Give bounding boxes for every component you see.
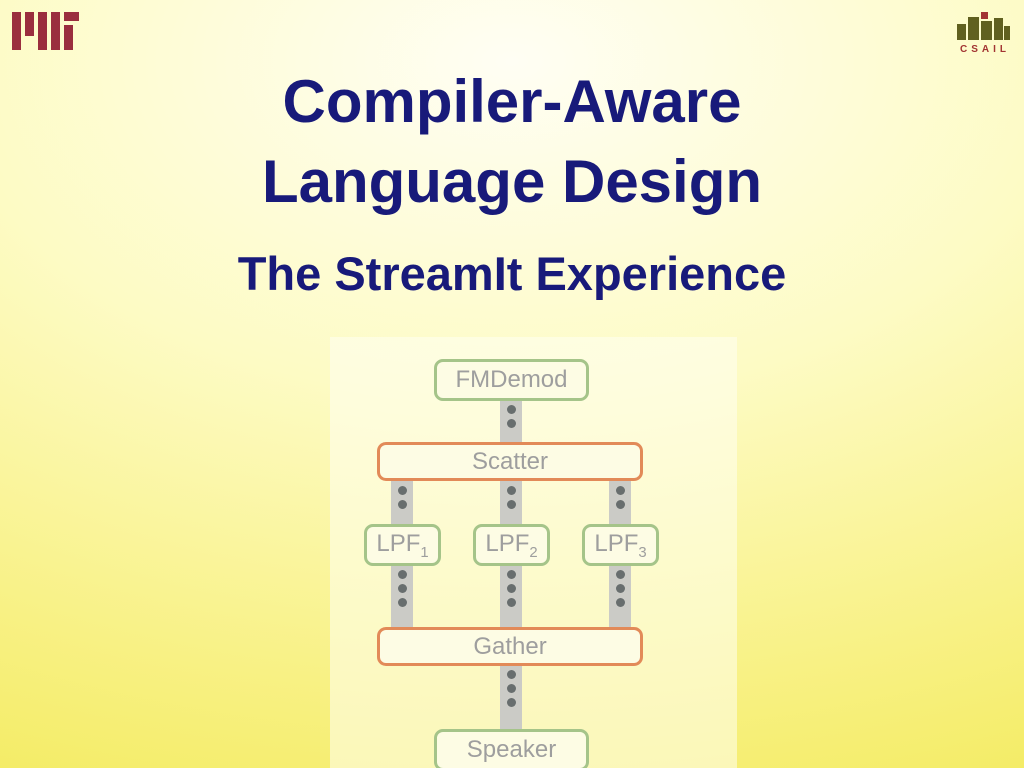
stream-data-dot [506, 670, 516, 679]
stream-data-dot [615, 486, 625, 495]
speaker-box: Speaker [434, 729, 589, 768]
channel-scatter-to-lpf3 [609, 478, 631, 527]
lpf2-box: LPF2 [473, 524, 550, 566]
channel-lpf3-to-gather [609, 562, 631, 630]
csail-block [994, 18, 1003, 40]
csail-block-red [981, 12, 988, 19]
gather-box: Gather [377, 627, 643, 666]
stream-data-dot [506, 598, 516, 607]
stream-data-dot [506, 698, 516, 707]
mit-logo-bar [64, 25, 73, 50]
lpf3-box: LPF3 [582, 524, 659, 566]
fmdemod-label: FMDemod [455, 366, 568, 393]
stream-data-dot [397, 570, 407, 579]
stream-data-dot [506, 405, 516, 414]
lpf1-label-base: LPF [376, 529, 421, 557]
scatter-box: Scatter [377, 442, 643, 481]
channel-lpf2-to-gather [500, 562, 522, 630]
speaker-label: Speaker [466, 736, 557, 763]
lpf3-label-base: LPF [594, 529, 639, 557]
channel-gather-to-speaker [500, 662, 522, 732]
stream-data-dot [615, 584, 625, 593]
csail-block [981, 21, 992, 40]
stream-data-dot [506, 419, 516, 428]
title-line-2: Language Design [261, 148, 763, 215]
csail-logo: CSAIL [952, 12, 1014, 55]
channel-lpf1-to-gather [391, 562, 413, 630]
gather-label: Gather [473, 632, 547, 660]
stream-data-dot [506, 486, 516, 495]
stream-data-dot [397, 486, 407, 495]
stream-data-dot [506, 684, 516, 693]
mit-logo-bar [64, 12, 79, 21]
mit-logo-bar [25, 12, 34, 36]
lpf2-label-base: LPF [485, 529, 530, 557]
fmdemod-box: FMDemod [434, 359, 589, 401]
stream-data-dot [506, 570, 516, 579]
slide-title: Compiler-Aware Language Design [0, 62, 1024, 222]
csail-block [1004, 26, 1010, 40]
title-line-1: Compiler-Aware [282, 68, 742, 135]
csail-block [968, 17, 979, 40]
stream-data-dot [615, 598, 625, 607]
csail-buildings-icon [956, 12, 1010, 40]
channel-scatter-to-lpf2 [500, 478, 522, 527]
csail-block [957, 24, 966, 40]
mit-logo [12, 12, 80, 52]
stream-data-dot [615, 570, 625, 579]
stream-data-dot [397, 500, 407, 509]
csail-logo-text: CSAIL [960, 44, 1010, 55]
lpf2-subscript: 2 [529, 544, 538, 561]
scatter-label: Scatter [471, 447, 549, 475]
lpf1-box: LPF1 [364, 524, 441, 566]
lpf1-subscript: 1 [420, 544, 429, 561]
stream-data-dot [397, 584, 407, 593]
mit-logo-bar [12, 12, 21, 50]
lpf3-subscript: 3 [638, 544, 647, 561]
mit-logo-bar [38, 12, 47, 50]
lpf3-label: LPF3 [594, 530, 646, 561]
mit-logo-bar [51, 12, 60, 50]
slide-subtitle: The StreamIt Experience [237, 247, 787, 300]
channel-fmdemod-to-scatter [500, 397, 522, 445]
stream-data-dot [397, 598, 407, 607]
stream-data-dot [506, 500, 516, 509]
stream-data-dot [506, 584, 516, 593]
lpf1-label: LPF1 [376, 530, 428, 561]
channel-scatter-to-lpf1 [391, 478, 413, 527]
lpf2-label: LPF2 [485, 530, 537, 561]
stream-data-dot [615, 500, 625, 509]
